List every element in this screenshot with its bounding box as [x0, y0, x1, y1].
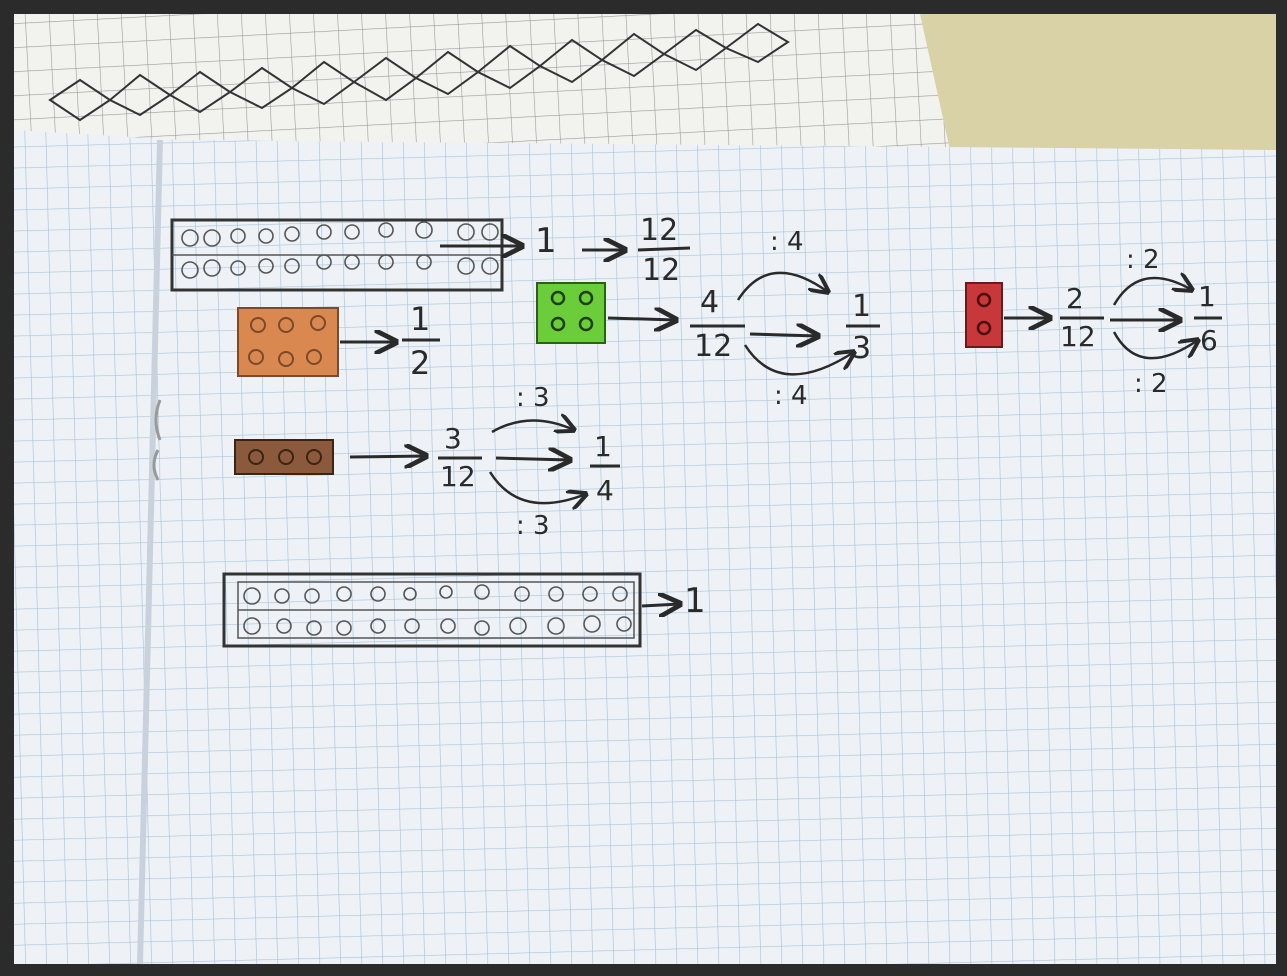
divide-arrow-top [736, 271, 828, 301]
whole-bar-bottom [222, 572, 642, 648]
brown-brick [234, 439, 334, 475]
page-fold [137, 139, 163, 965]
orange-brick [237, 307, 339, 377]
fraction-numerator: 3 [444, 422, 462, 455]
red-brick [965, 282, 1003, 348]
fraction-denominator: 12 [642, 253, 680, 288]
operation-label: : 4 [770, 227, 804, 257]
fraction-denominator: 2 [410, 344, 430, 382]
fraction-denominator: 6 [1200, 324, 1218, 357]
divide-arrow-bottom [1112, 331, 1198, 360]
fraction-numerator: 1 [594, 430, 612, 463]
staple [152, 399, 162, 481]
operation-label: : 2 [1134, 369, 1168, 399]
operation-label: : 4 [774, 381, 808, 411]
fraction-numerator: 1 [1198, 280, 1216, 313]
fraction-denominator: 12 [694, 329, 732, 364]
arrow [749, 334, 818, 336]
fraction-denominator: 4 [596, 474, 614, 507]
whole-label: 1 [684, 581, 706, 621]
divide-arrow-bottom [743, 344, 854, 376]
green-brick [536, 282, 606, 344]
divide-arrow-bottom [488, 471, 586, 503]
arrow [349, 456, 426, 457]
fraction-numerator: 1 [852, 289, 871, 324]
whole-label: 1 [535, 221, 557, 261]
fraction-numerator: 12 [640, 213, 678, 248]
fraction-numerator: 4 [700, 285, 719, 320]
divide-arrow-top [491, 420, 574, 432]
fraction-denominator: 12 [440, 460, 476, 493]
fraction-denominator: 3 [852, 331, 871, 366]
fraction-numerator: 2 [1066, 282, 1084, 315]
operation-label: : 2 [1126, 245, 1160, 275]
fraction-denominator: 12 [1060, 320, 1096, 353]
divide-arrow-top [1112, 278, 1192, 306]
fraction-numerator: 1 [410, 300, 430, 338]
zigzag-pattern [48, 22, 790, 122]
arrow [607, 318, 676, 320]
operation-label: : 3 [516, 383, 550, 413]
operation-label: : 3 [516, 511, 550, 541]
arrow [495, 458, 570, 460]
arrow [641, 604, 680, 606]
